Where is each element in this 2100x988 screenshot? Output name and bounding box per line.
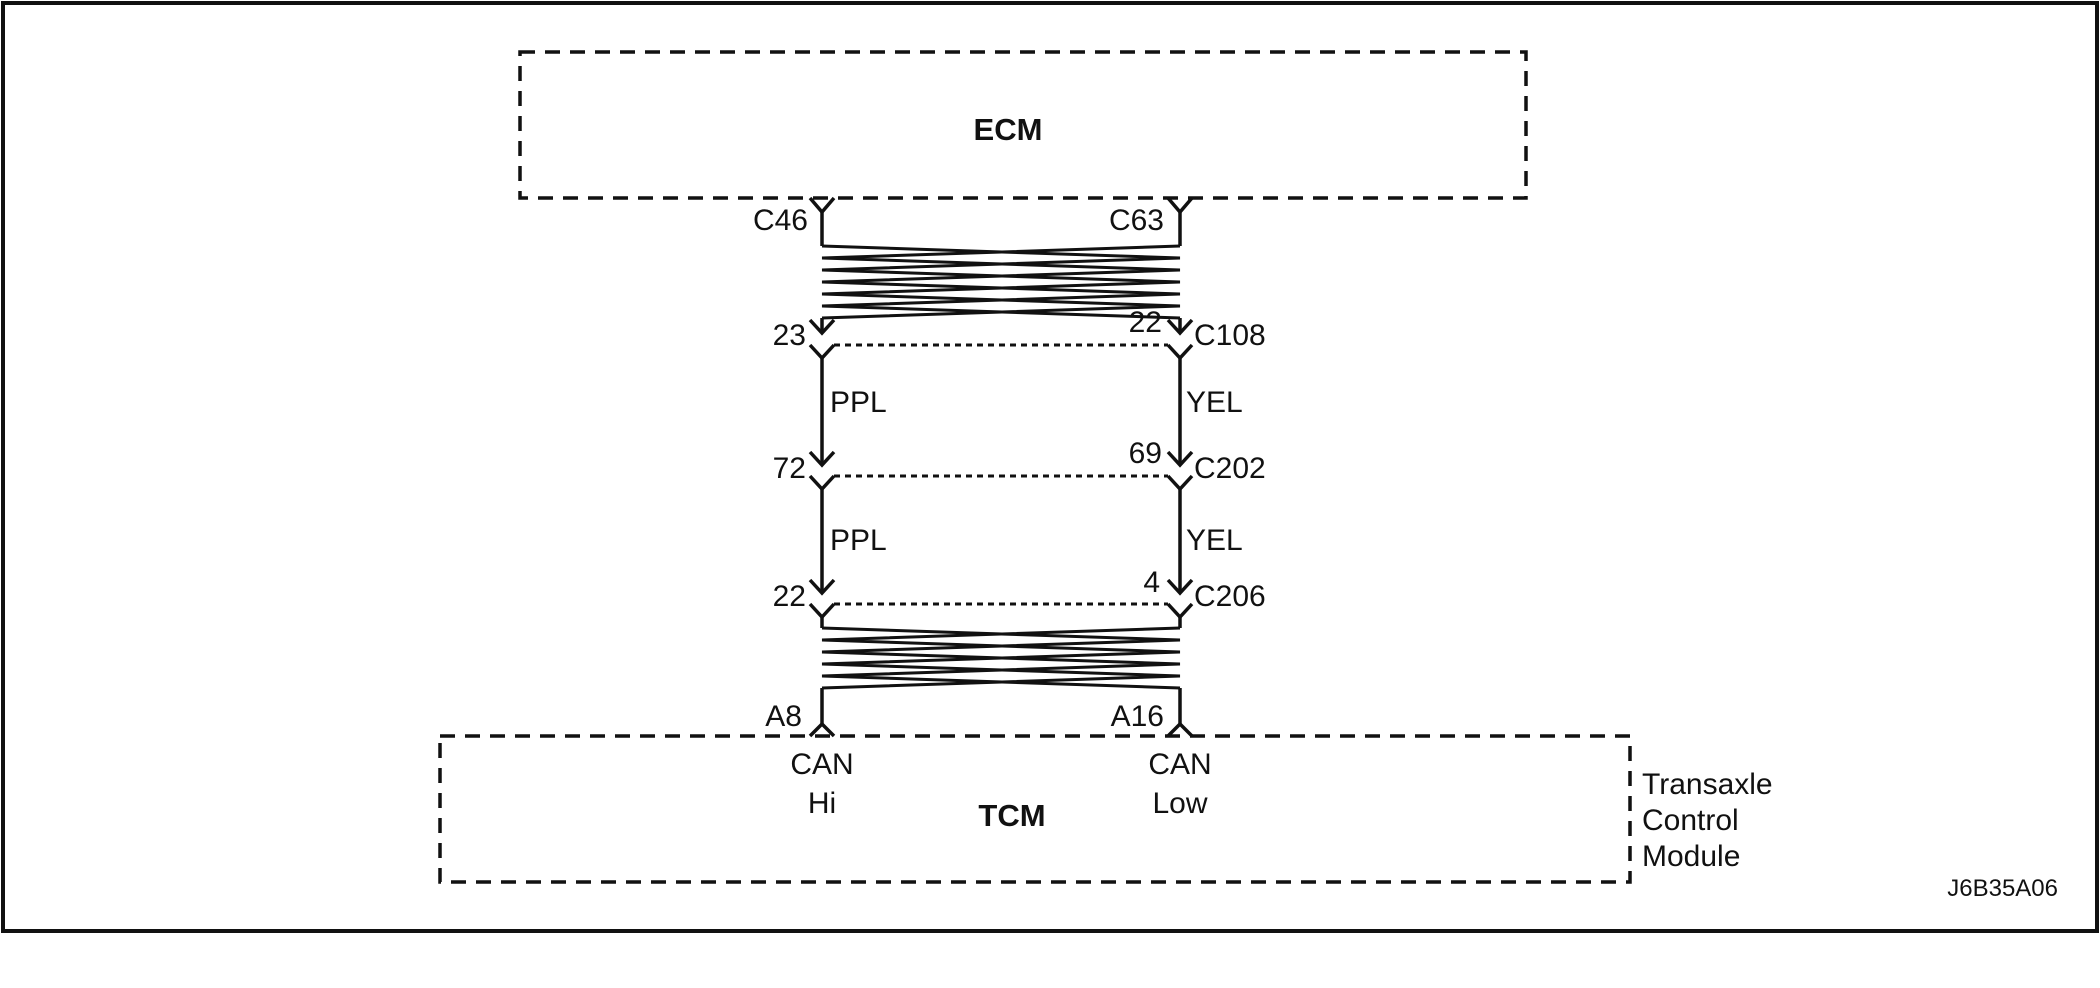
c202-left-receptacle bbox=[808, 474, 836, 492]
c202-left-pin: 72 bbox=[773, 452, 806, 485]
c206-left-pin: 22 bbox=[773, 580, 806, 613]
tcm-description-line2: Control bbox=[1642, 804, 1739, 837]
c202-right-pin: 69 bbox=[1129, 437, 1162, 470]
c108-right-arrow bbox=[1166, 318, 1194, 336]
tcm-pin-right-marker bbox=[1166, 721, 1194, 738]
wire-right-color-1: YEL bbox=[1186, 386, 1243, 419]
c206-right-pin: 4 bbox=[1143, 566, 1160, 599]
c202-left-arrow bbox=[808, 450, 836, 468]
twisted-pair-upper bbox=[820, 212, 1182, 332]
c206-right-receptacle bbox=[1166, 602, 1194, 620]
c108-label: C108 bbox=[1194, 319, 1266, 352]
c108-right-pin: 22 bbox=[1129, 306, 1162, 339]
c206-right-arrow bbox=[1166, 578, 1194, 596]
tcm-description-line1: Transaxle bbox=[1642, 768, 1773, 801]
tcm-description-line3: Module bbox=[1642, 840, 1740, 873]
c108-left-receptacle bbox=[808, 343, 836, 361]
ecm-module-box bbox=[518, 50, 1528, 200]
ecm-pin-right-label: C63 bbox=[1109, 204, 1164, 237]
tcm-label: TCM bbox=[978, 798, 1045, 833]
ecm-pin-left-marker bbox=[808, 196, 836, 215]
tcm-module-box bbox=[438, 734, 1632, 884]
c108-right-receptacle bbox=[1166, 343, 1194, 361]
c206-label: C206 bbox=[1194, 580, 1266, 613]
c108-left-pin: 23 bbox=[773, 319, 806, 352]
figure-code: J6B35A06 bbox=[1947, 875, 2058, 902]
twisted-pair-lower bbox=[820, 617, 1182, 724]
tcm-signal-hi-line1: CAN bbox=[790, 748, 853, 781]
c108-left-arrow bbox=[808, 318, 836, 336]
c202-label: C202 bbox=[1194, 452, 1266, 485]
tcm-signal-low-line2: Low bbox=[1152, 787, 1207, 820]
ecm-pin-left-label: C46 bbox=[753, 204, 808, 237]
tcm-signal-low-line1: CAN bbox=[1148, 748, 1211, 781]
tcm-pin-right-label: A16 bbox=[1111, 700, 1164, 733]
tcm-pin-left-label: A8 bbox=[765, 700, 802, 733]
c202-right-receptacle bbox=[1166, 474, 1194, 492]
wire-right-color-2: YEL bbox=[1186, 524, 1243, 557]
figure-frame bbox=[1, 1, 2099, 933]
tcm-pin-left-marker bbox=[808, 721, 836, 738]
ecm-label: ECM bbox=[974, 112, 1043, 147]
wire-left-color-1: PPL bbox=[830, 386, 887, 419]
ecm-pin-right-marker bbox=[1166, 196, 1194, 215]
c202-right-arrow bbox=[1166, 450, 1194, 468]
tcm-signal-hi-line2: Hi bbox=[808, 787, 836, 820]
c206-left-receptacle bbox=[808, 602, 836, 620]
c206-left-arrow bbox=[808, 578, 836, 596]
wire-left-color-2: PPL bbox=[830, 524, 887, 557]
